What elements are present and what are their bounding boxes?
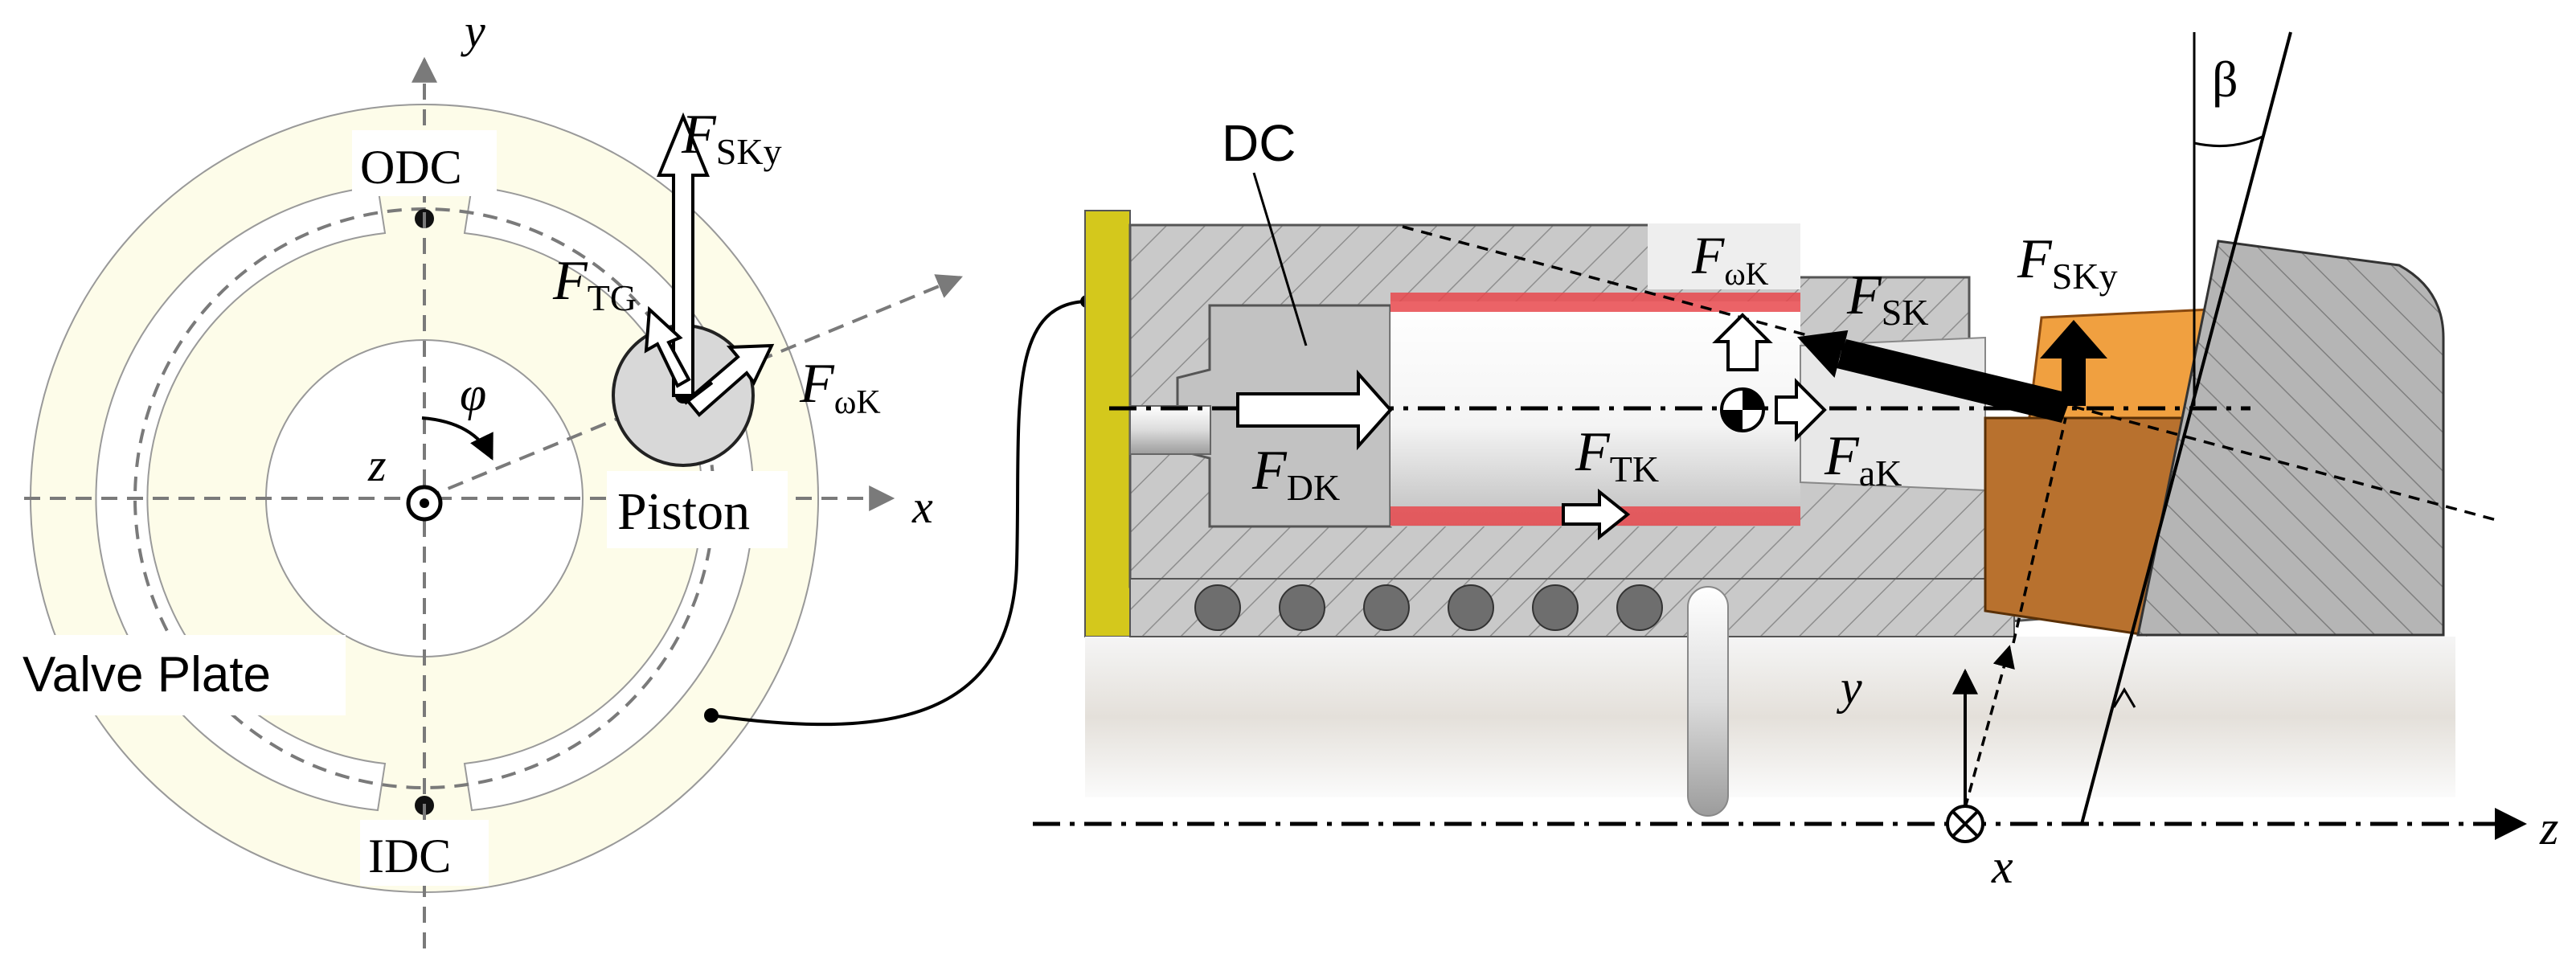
x-axis-label: x — [911, 481, 933, 533]
f-tk-arrow — [1562, 488, 1631, 541]
right-radial-axis — [1964, 645, 2015, 809]
swash-tilt — [2080, 31, 2292, 825]
phi-angle-arc — [421, 416, 493, 461]
dc-leader — [1252, 172, 1308, 346]
swash-plate — [2136, 240, 2445, 637]
f-tk-label: FTK — [1575, 421, 1659, 490]
odc-label-bg — [352, 130, 497, 196]
spring-coils — [1194, 584, 1663, 631]
idc-label: IDC — [368, 830, 451, 883]
center-of-mass-icon — [1720, 387, 1765, 432]
right-view: DC β y z x FωK FSK FSKy FDK FTK FaK — [1033, 31, 2558, 893]
beta-label: β — [2212, 51, 2238, 108]
f-sk-label: FSK — [1846, 264, 1929, 333]
f-wk-label: FωK — [799, 353, 881, 421]
z-axis-label: z — [367, 439, 387, 491]
f-sk-arrow-body — [1837, 339, 2072, 423]
right-x-label: x — [1991, 840, 2013, 893]
x-symbol-cross-b — [1951, 810, 1979, 838]
f-ak-arrow — [1775, 378, 1827, 442]
right-z-label: z — [2539, 801, 2558, 854]
f-tg-arrow — [644, 305, 691, 388]
phi-label: φ — [460, 367, 486, 420]
left-view: y x z φ ODC IDC Piston Valve Plate FSKy … — [12, 5, 1093, 948]
right-y-label: y — [1836, 661, 1862, 714]
f-wk-arrow — [685, 343, 775, 417]
red-gap-top — [1390, 293, 1800, 312]
f-skyl-label: FSKy — [681, 104, 782, 172]
drive-shaft — [1085, 637, 2455, 797]
f-sky-right-label: FSKy — [2017, 228, 2118, 297]
chamber-port — [1129, 405, 1211, 455]
f-wk-tag — [1648, 223, 1800, 289]
tilt-chevron — [2112, 687, 2136, 708]
f-dk-arrow — [1236, 369, 1393, 451]
piston-label: Piston — [617, 482, 750, 541]
dc-label: DC — [1222, 114, 1296, 172]
valve-plate-label-bg — [12, 635, 346, 715]
slipper-axis — [2012, 417, 2067, 644]
z-axis-dot — [420, 498, 429, 508]
f-dk-label: FDK — [1251, 440, 1340, 508]
odc-label: ODC — [360, 141, 462, 194]
f-wk-arrow-small — [683, 381, 714, 405]
y-axis-label: y — [461, 5, 485, 57]
leader-curve — [711, 300, 1086, 727]
f-skyl-arrow — [657, 112, 710, 397]
f-tg-label: FTG — [552, 250, 637, 318]
valve-plate-strip — [1084, 210, 1131, 637]
valve-plate-label: Valve Plate — [23, 647, 271, 703]
f-wk-right-label: FωK — [1691, 227, 1769, 292]
f-sky-arrow — [2040, 320, 2107, 406]
idc-label-bg — [360, 820, 489, 886]
shaft-pin — [1687, 586, 1729, 817]
beta-arc — [2193, 135, 2263, 148]
piston-label-bg — [607, 471, 788, 548]
f-wk-arrow-up — [1712, 313, 1773, 371]
f-ak-label: FaK — [1824, 425, 1902, 494]
